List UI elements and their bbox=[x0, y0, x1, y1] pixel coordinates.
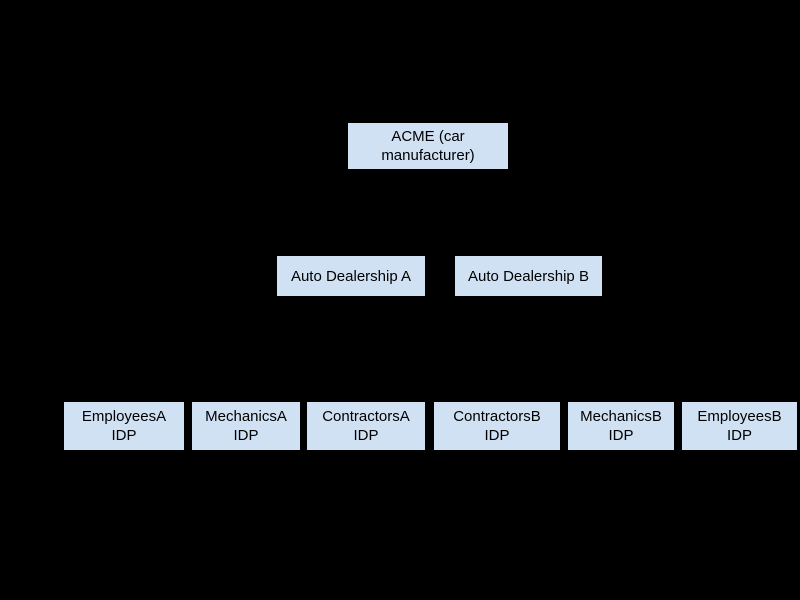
edge-dealer-b-idp-4 bbox=[527, 296, 622, 402]
edge-dealer-a-idp-2 bbox=[350, 296, 367, 402]
node-contractorsb-idp[interactable]: ContractorsB IDP bbox=[434, 402, 560, 450]
node-contractorsa-idp[interactable]: ContractorsA IDP bbox=[307, 402, 425, 450]
node-employeesa-idp[interactable]: EmployeesA IDP bbox=[64, 402, 184, 450]
node-auto-dealership-a[interactable]: Auto Dealership A bbox=[277, 256, 425, 296]
node-mechanicsb-idp[interactable]: MechanicsB IDP bbox=[568, 402, 674, 450]
node-auto-dealership-b[interactable]: Auto Dealership B bbox=[455, 256, 602, 296]
node-employeesb-idp[interactable]: EmployeesB IDP bbox=[682, 402, 797, 450]
edge-acme-dealer-b bbox=[427, 169, 529, 256]
node-acme[interactable]: ACME (car manufacturer) bbox=[348, 123, 508, 169]
edge-dealer-a-idp-1 bbox=[245, 296, 352, 402]
edge-dealer-a-idp-0 bbox=[123, 296, 352, 402]
node-mechanicsa-idp[interactable]: MechanicsA IDP bbox=[192, 402, 300, 450]
edge-acme-dealer-a bbox=[350, 169, 429, 256]
edge-dealer-b-idp-3 bbox=[496, 296, 529, 402]
edge-dealer-b-idp-5 bbox=[527, 296, 740, 402]
